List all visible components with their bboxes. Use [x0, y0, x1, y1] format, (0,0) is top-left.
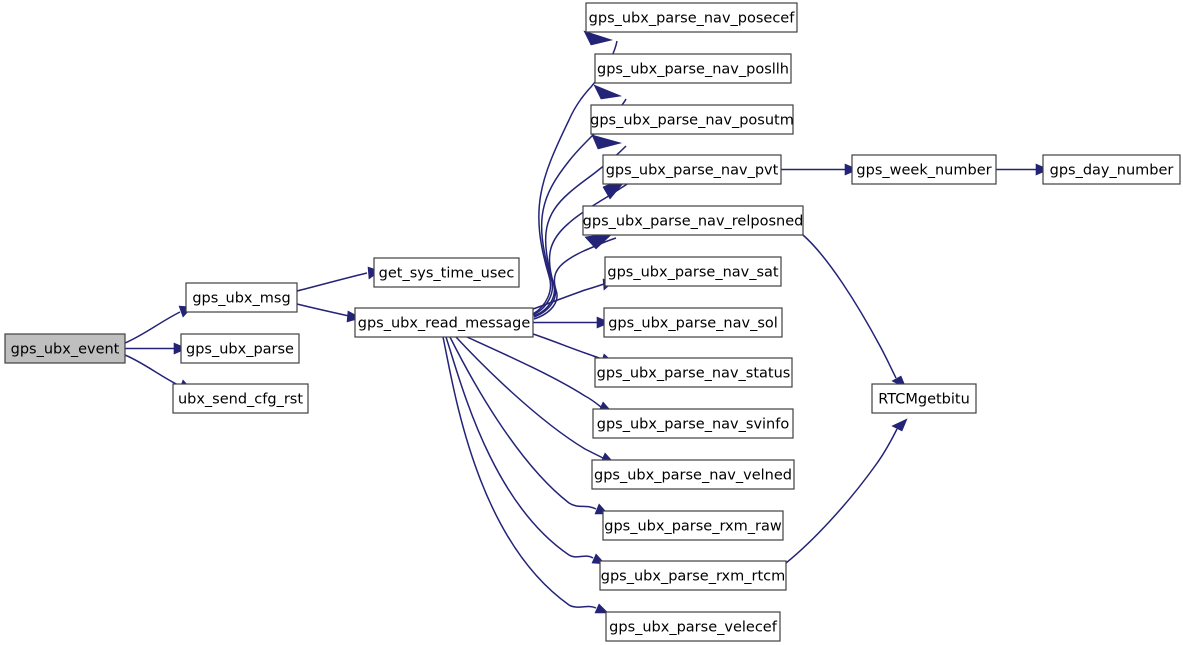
node-gps_ubx_parse_nav_status[interactable]: gps_ubx_parse_nav_status — [594, 357, 793, 388]
node-label: gps_ubx_event — [11, 342, 120, 358]
edge-line — [296, 303, 350, 317]
node-gps_ubx_parse_rxm_raw[interactable]: gps_ubx_parse_rxm_raw — [602, 510, 784, 541]
node-rect[interactable] — [180, 333, 300, 364]
edge-line — [466, 336, 602, 408]
edge-line — [532, 283, 605, 310]
node-gps_ubx_parse_rxm_rtcm[interactable]: gps_ubx_parse_rxm_rtcm — [599, 560, 787, 591]
node-rect[interactable] — [871, 383, 977, 414]
node-rect[interactable] — [172, 383, 309, 414]
edge-line — [802, 234, 897, 379]
edge-layer — [124, 30, 1050, 614]
node-label: gps_ubx_parse_nav_svinfo — [597, 417, 790, 433]
node-rect[interactable] — [1042, 154, 1181, 185]
edge-gps_ubx_read_message-to-gps_ubx_parse_nav_sol — [533, 316, 611, 329]
arrowhead-icon — [583, 30, 614, 46]
node-gps_ubx_msg[interactable]: gps_ubx_msg — [185, 282, 298, 313]
edge-line — [785, 428, 898, 564]
node-label: gps_ubx_parse_nav_relposned — [583, 214, 804, 230]
node-rect[interactable] — [582, 205, 804, 236]
node-rect[interactable] — [604, 256, 782, 287]
node-gps_ubx_parse_velecef[interactable]: gps_ubx_parse_velecef — [605, 611, 781, 642]
edge-line — [455, 336, 604, 459]
edge-gps_ubx_parse_nav_pvt-to-gps_week_number — [781, 163, 859, 176]
node-label: gps_ubx_parse_velecef — [609, 620, 778, 636]
node-label: gps_ubx_parse — [186, 342, 294, 358]
edge-line — [124, 311, 181, 344]
node-rect[interactable] — [602, 154, 782, 185]
edge-gps_ubx_event-to-gps_ubx_parse — [125, 342, 188, 355]
node-label: RTCMgetbitu — [878, 392, 970, 408]
node-gps_ubx_parse_nav_posutm[interactable]: gps_ubx_parse_nav_posutm — [590, 104, 794, 135]
node-rect[interactable] — [592, 408, 794, 439]
edge-line — [442, 336, 597, 609]
node-gps_week_number[interactable]: gps_week_number — [851, 154, 997, 185]
node-label: gps_ubx_parse_nav_pvt — [606, 163, 779, 179]
node-label: gps_ubx_parse_nav_posutm — [590, 113, 794, 129]
node-ubx_send_cfg_rst[interactable]: ubx_send_cfg_rst — [172, 383, 309, 414]
node-rect[interactable] — [590, 104, 794, 135]
edge-line — [296, 272, 368, 292]
node-label: get_sys_time_usec — [379, 266, 515, 282]
node-label: gps_day_number — [1050, 163, 1174, 179]
node-rect[interactable] — [4, 333, 126, 364]
edge-gps_ubx_read_message-to-gps_ubx_parse_velecef — [442, 336, 609, 614]
edge-gps_ubx_read_message-to-gps_ubx_parse_rxm_raw — [449, 336, 609, 515]
node-gps_ubx_parse_nav_pvt[interactable]: gps_ubx_parse_nav_pvt — [602, 154, 782, 185]
node-label: gps_ubx_parse_rxm_raw — [604, 519, 782, 535]
node-gps_ubx_parse_nav_sat[interactable]: gps_ubx_parse_nav_sat — [604, 256, 782, 287]
node-rect[interactable] — [594, 357, 793, 388]
node-label: gps_ubx_parse_nav_sol — [608, 316, 778, 332]
node-label: gps_ubx_parse_nav_velned — [594, 468, 792, 484]
node-label: gps_week_number — [856, 163, 991, 179]
edge-gps_week_number-to-gps_day_number — [996, 163, 1050, 176]
node-rect[interactable] — [185, 282, 298, 313]
node-rect[interactable] — [585, 2, 798, 33]
node-rect[interactable] — [373, 257, 520, 288]
arrowhead-icon — [891, 418, 908, 432]
node-rect[interactable] — [594, 53, 792, 84]
edge-line — [449, 336, 597, 510]
node-label: gps_ubx_parse_nav_posllh — [597, 62, 789, 78]
edge-line — [124, 354, 181, 387]
arrowhead-icon — [591, 134, 623, 150]
node-label: gps_ubx_parse_nav_sat — [607, 265, 779, 281]
node-gps_ubx_parse[interactable]: gps_ubx_parse — [180, 333, 300, 364]
node-layer: gps_ubx_event gps_ubx_msg gps_ubx_parseubx… — [4, 2, 1181, 642]
edge-line — [445, 336, 594, 559]
edge-gps_ubx_read_message-to-gps_ubx_parse_nav_sat — [532, 278, 616, 310]
node-label: gps_ubx_parse_nav_posecef — [589, 11, 796, 27]
node-rect[interactable] — [603, 307, 783, 338]
edge-gps_ubx_read_message-to-gps_ubx_parse_nav_svinfo — [466, 336, 613, 413]
node-rect[interactable] — [851, 154, 997, 185]
arrowhead-icon — [594, 603, 609, 614]
edge-gps_ubx_msg-to-gps_ubx_read_message — [296, 303, 362, 323]
node-gps_ubx_parse_nav_velned[interactable]: gps_ubx_parse_nav_velned — [591, 459, 795, 490]
edge-gps_ubx_msg-to-get_sys_time_usec — [296, 266, 381, 292]
edge-line — [532, 333, 603, 360]
node-rect[interactable] — [602, 510, 784, 541]
node-gps_ubx_read_message[interactable]: gps_ubx_read_message — [354, 307, 534, 338]
node-gps_ubx_parse_nav_posecef[interactable]: gps_ubx_parse_nav_posecef — [585, 2, 798, 33]
node-gps_ubx_parse_nav_sol[interactable]: gps_ubx_parse_nav_sol — [603, 307, 783, 338]
node-label: gps_ubx_read_message — [358, 316, 531, 332]
node-gps_ubx_parse_nav_posllh[interactable]: gps_ubx_parse_nav_posllh — [594, 53, 792, 84]
node-label: gps_ubx_msg — [192, 291, 290, 307]
edge-gps_ubx_parse_nav_relposned-to-RTCMgetbitu — [802, 234, 907, 389]
arrowhead-icon — [593, 84, 623, 100]
node-get_sys_time_usec[interactable]: get_sys_time_usec — [373, 257, 520, 288]
edge-gps_ubx_parse_rxm_rtcm-to-RTCMgetbitu — [785, 418, 908, 564]
node-rect[interactable] — [605, 611, 781, 642]
node-gps_ubx_event[interactable]: gps_ubx_event — [4, 333, 126, 364]
node-rect[interactable] — [591, 459, 795, 490]
node-label: gps_ubx_parse_nav_status — [597, 366, 791, 382]
node-gps_day_number[interactable]: gps_day_number — [1042, 154, 1181, 185]
node-RTCMgetbitu[interactable]: RTCMgetbitu — [871, 383, 977, 414]
node-gps_ubx_parse_nav_relposned[interactable]: gps_ubx_parse_nav_relposned — [582, 205, 804, 236]
node-gps_ubx_parse_nav_svinfo[interactable]: gps_ubx_parse_nav_svinfo — [592, 408, 794, 439]
node-label: gps_ubx_parse_rxm_rtcm — [601, 569, 786, 585]
node-rect[interactable] — [354, 307, 534, 338]
node-label: ubx_send_cfg_rst — [178, 392, 303, 408]
node-rect[interactable] — [599, 560, 787, 591]
